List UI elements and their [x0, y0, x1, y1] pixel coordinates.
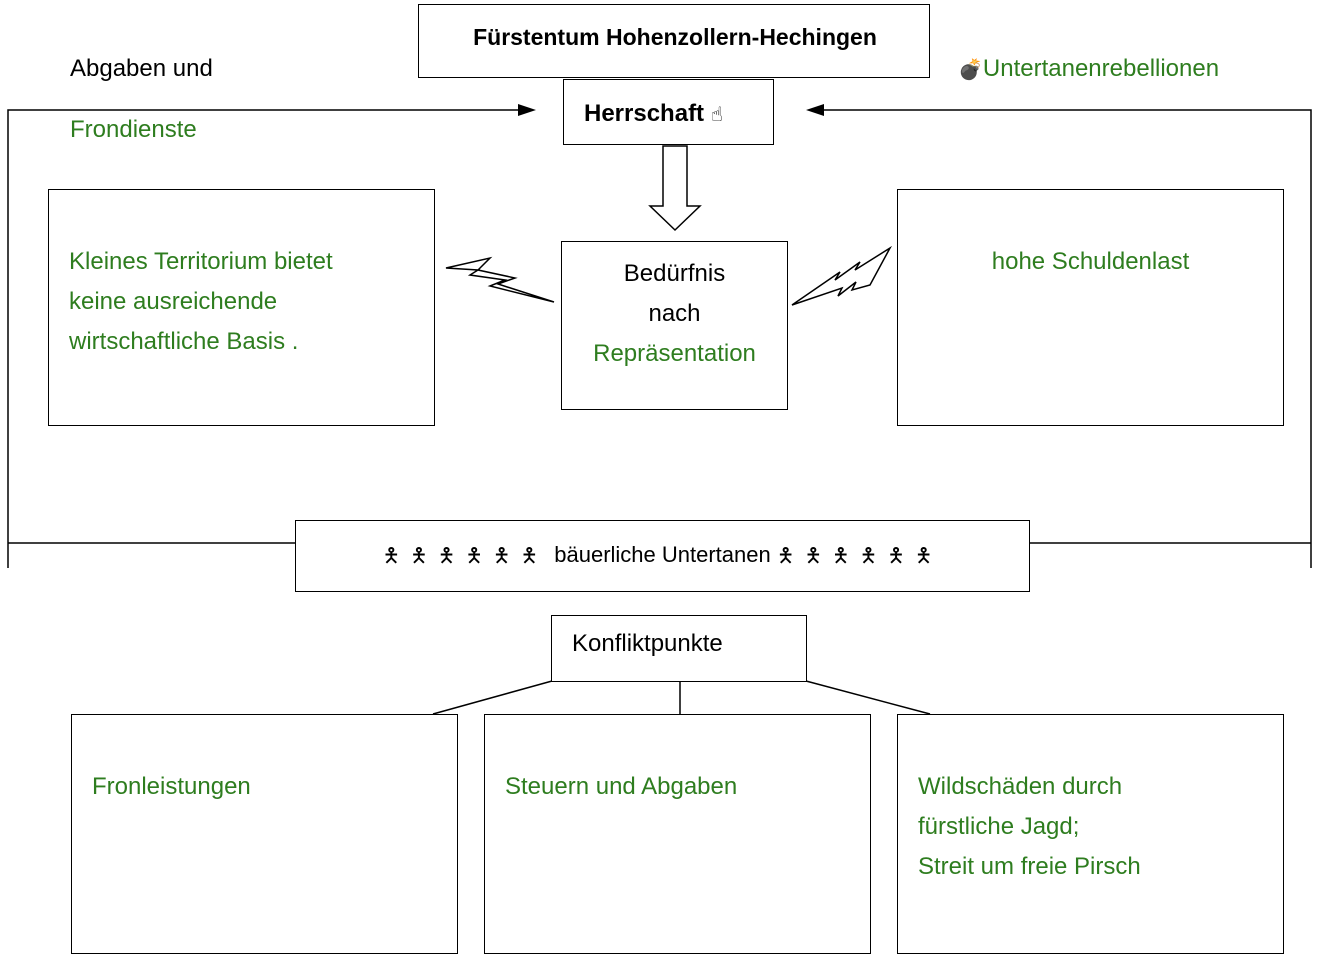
person-icons-left: 🯅🯅🯅🯅🯅🯅 [382, 545, 549, 567]
untertanen-label: bäuerliche Untertanen [554, 542, 771, 567]
fronleistungen-text: Fronleistungen [92, 773, 251, 800]
beduerfnis-line: Bedürfnis [623, 260, 726, 287]
untertanen-row: 🯅🯅🯅🯅🯅🯅 bäuerliche Untertanen 🯅🯅🯅🯅🯅🯅 [296, 535, 1029, 576]
person-icons-right: 🯅🯅🯅🯅🯅🯅 [776, 545, 943, 567]
down-arrow-icon [648, 145, 702, 232]
lightning-left-icon [445, 256, 555, 303]
repraesentation-line: Repräsentation [593, 340, 756, 367]
pointing-finger-icon: ☝ [710, 104, 723, 126]
frondienste-label: Frondienste [70, 116, 197, 143]
lightning-right-icon [791, 245, 893, 306]
nach-line: nach [648, 300, 701, 327]
untertanen-box: 🯅🯅🯅🯅🯅🯅 bäuerliche Untertanen 🯅🯅🯅🯅🯅🯅 [295, 520, 1030, 592]
territorium-line-2: keine ausreichende [69, 288, 278, 315]
herrschaft-box: Herrschaft ☝ [563, 79, 774, 145]
steuern-box: Steuern und Abgaben [484, 714, 871, 954]
konfliktpunkte-label: Konfliktpunkte [572, 630, 723, 657]
rebellion-label: 💣Untertanenrebellionen [958, 55, 1220, 82]
title-box: Fürstentum Hohenzollern-Hechingen [418, 4, 930, 78]
wildschaeden-box: Wildschäden durch fürstliche Jagd; Strei… [897, 714, 1284, 954]
herrschaft-label: Herrschaft ☝ [584, 100, 723, 127]
wildschaeden-line-2: fürstliche Jagd; [918, 813, 1080, 840]
schulden-text: hohe Schuldenlast [991, 248, 1190, 275]
territorium-box: Kleines Territorium bietet keine ausreic… [48, 189, 435, 426]
territorium-line-3: wirtschaftliche Basis . [69, 328, 299, 355]
konfliktpunkte-box: Konfliktpunkte [551, 615, 807, 682]
wildschaeden-line-1: Wildschäden durch [918, 773, 1123, 800]
bomb-icon: 💣 [958, 59, 983, 81]
arrow-right-to-herrschaft [806, 104, 824, 116]
schulden-box: hohe Schuldenlast [897, 189, 1284, 426]
wildschaeden-line-3: Streit um freie Pirsch [918, 853, 1141, 880]
steuern-text: Steuern und Abgaben [505, 773, 738, 800]
repraesentation-box: Bedürfnis nach Repräsentation [561, 241, 788, 410]
fronleistungen-box: Fronleistungen [71, 714, 458, 954]
diagram-title: Fürstentum Hohenzollern-Hechingen [473, 24, 877, 50]
arrow-left-to-herrschaft [518, 104, 536, 116]
territorium-line-1: Kleines Territorium bietet [69, 248, 333, 275]
abgaben-label: Abgaben und [70, 55, 213, 82]
